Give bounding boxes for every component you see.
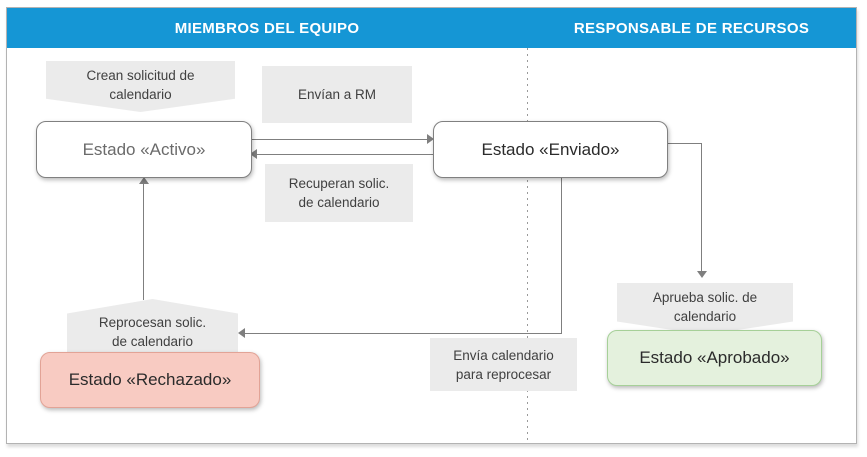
arrow-enviado-to-aprueba-horizontal xyxy=(666,143,702,144)
state-box-rechazado: Estado «Rechazado» xyxy=(40,352,260,408)
action-label-line: Envía calendario xyxy=(453,347,554,363)
state-box-activo: Estado «Activo» xyxy=(36,121,252,178)
arrow-enviado-to-activo-head xyxy=(250,149,257,159)
arrow-enviado-to-reprocesan-horizontal xyxy=(245,333,562,334)
lane-header-team: MIEMBROS DEL EQUIPO xyxy=(7,8,527,48)
arrow-activo-to-enviado-head xyxy=(427,134,434,144)
action-label-line: Reprocesan solic. xyxy=(98,315,207,330)
lane-header-team-label: MIEMBROS DEL EQUIPO xyxy=(174,19,360,37)
arrow-enviado-to-activo-line xyxy=(257,154,433,155)
action-label-line: de calendario xyxy=(298,195,380,210)
action-label-line: para reprocesar xyxy=(455,366,552,382)
action-label-line: Recuperan solic. xyxy=(288,176,390,191)
action-label-line: Envían a RM xyxy=(297,87,377,102)
lane-divider-dotted-line xyxy=(527,48,528,442)
arrow-activo-to-enviado-line xyxy=(250,139,427,140)
arrow-enviado-to-reprocesan-head xyxy=(238,328,245,338)
state-box-aprobado: Estado «Aprobado» xyxy=(607,330,822,386)
arrow-enviado-to-aprueba-vertical xyxy=(701,143,702,272)
lane-header-bar: MIEMBROS DEL EQUIPO RESPONSABLE DE RECUR… xyxy=(7,8,856,48)
lane-header-resources: RESPONSABLE DE RECURSOS xyxy=(527,8,856,48)
state-box-activo-label: Estado «Activo» xyxy=(82,139,206,159)
action-label-line: calendario xyxy=(673,309,737,324)
state-box-enviado: Estado «Enviado» xyxy=(433,121,668,178)
arrow-enviado-to-aprueba-head xyxy=(697,271,707,278)
lane-header-resources-label: RESPONSABLE DE RECURSOS xyxy=(573,19,810,37)
arrow-reprocesan-to-activo-head xyxy=(139,177,149,184)
action-label-envia-calendario: Envía calendario para reprocesar xyxy=(430,338,577,391)
action-label-envian-a-rm: Envían a RM xyxy=(262,66,412,123)
arrow-reprocesan-to-activo-line xyxy=(143,184,144,300)
action-label-line: calendario xyxy=(109,87,172,102)
action-label-recuperan-solic: Recuperan solic. de calendario xyxy=(265,164,413,222)
arrow-enviado-to-reprocesan-vertical xyxy=(561,177,562,333)
action-label-line: de calendario xyxy=(111,334,194,349)
action-label-line: Aprueba solic. de xyxy=(652,290,758,305)
state-box-rechazado-label: Estado «Rechazado» xyxy=(68,370,232,389)
action-label-line: Crean solicitud de xyxy=(86,68,195,83)
state-box-aprobado-label: Estado «Aprobado» xyxy=(639,348,790,367)
state-box-enviado-label: Estado «Enviado» xyxy=(481,139,620,159)
